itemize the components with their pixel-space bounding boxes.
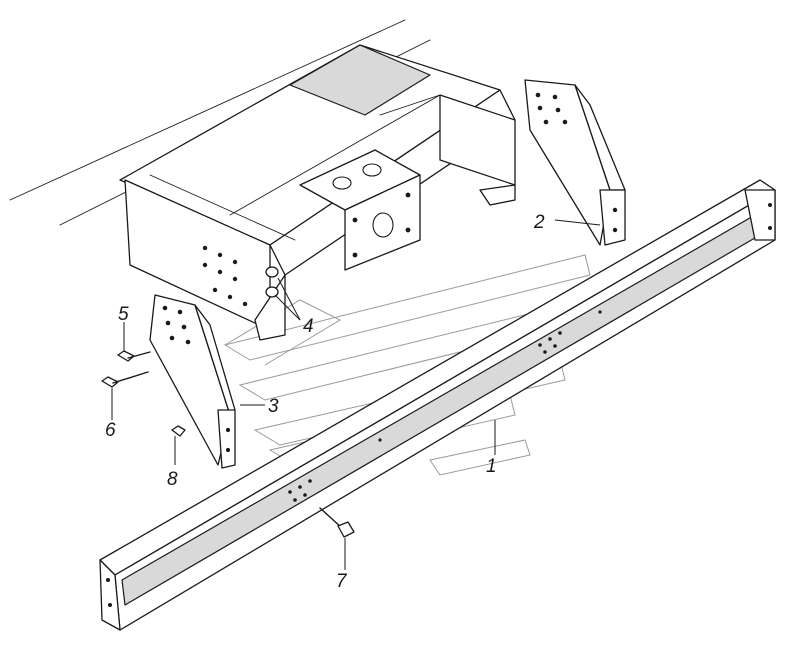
callout-8: 8	[167, 469, 178, 490]
callout-3: 3	[268, 396, 279, 417]
callout-5: 5	[118, 304, 129, 325]
bumper-beam-item-1	[99, 179, 776, 631]
callout-6: 6	[105, 420, 116, 441]
frame-holes	[202, 245, 248, 307]
bolt-item-7	[319, 507, 355, 538]
leader-lines	[111, 219, 601, 570]
bolt-item-6	[101, 371, 149, 388]
mounting-plate	[299, 149, 421, 271]
bracket-item-2	[524, 79, 626, 246]
callout-2: 2	[533, 212, 545, 233]
vehicle-frame	[9, 19, 516, 341]
bracket-item-3	[149, 294, 236, 469]
callout-7: 7	[336, 571, 348, 592]
nut-item-8	[171, 425, 186, 437]
frame-bolts-item-4	[265, 266, 279, 298]
callout-1: 1	[486, 456, 497, 477]
callout-4: 4	[303, 316, 314, 337]
bolt-item-5	[117, 350, 151, 362]
